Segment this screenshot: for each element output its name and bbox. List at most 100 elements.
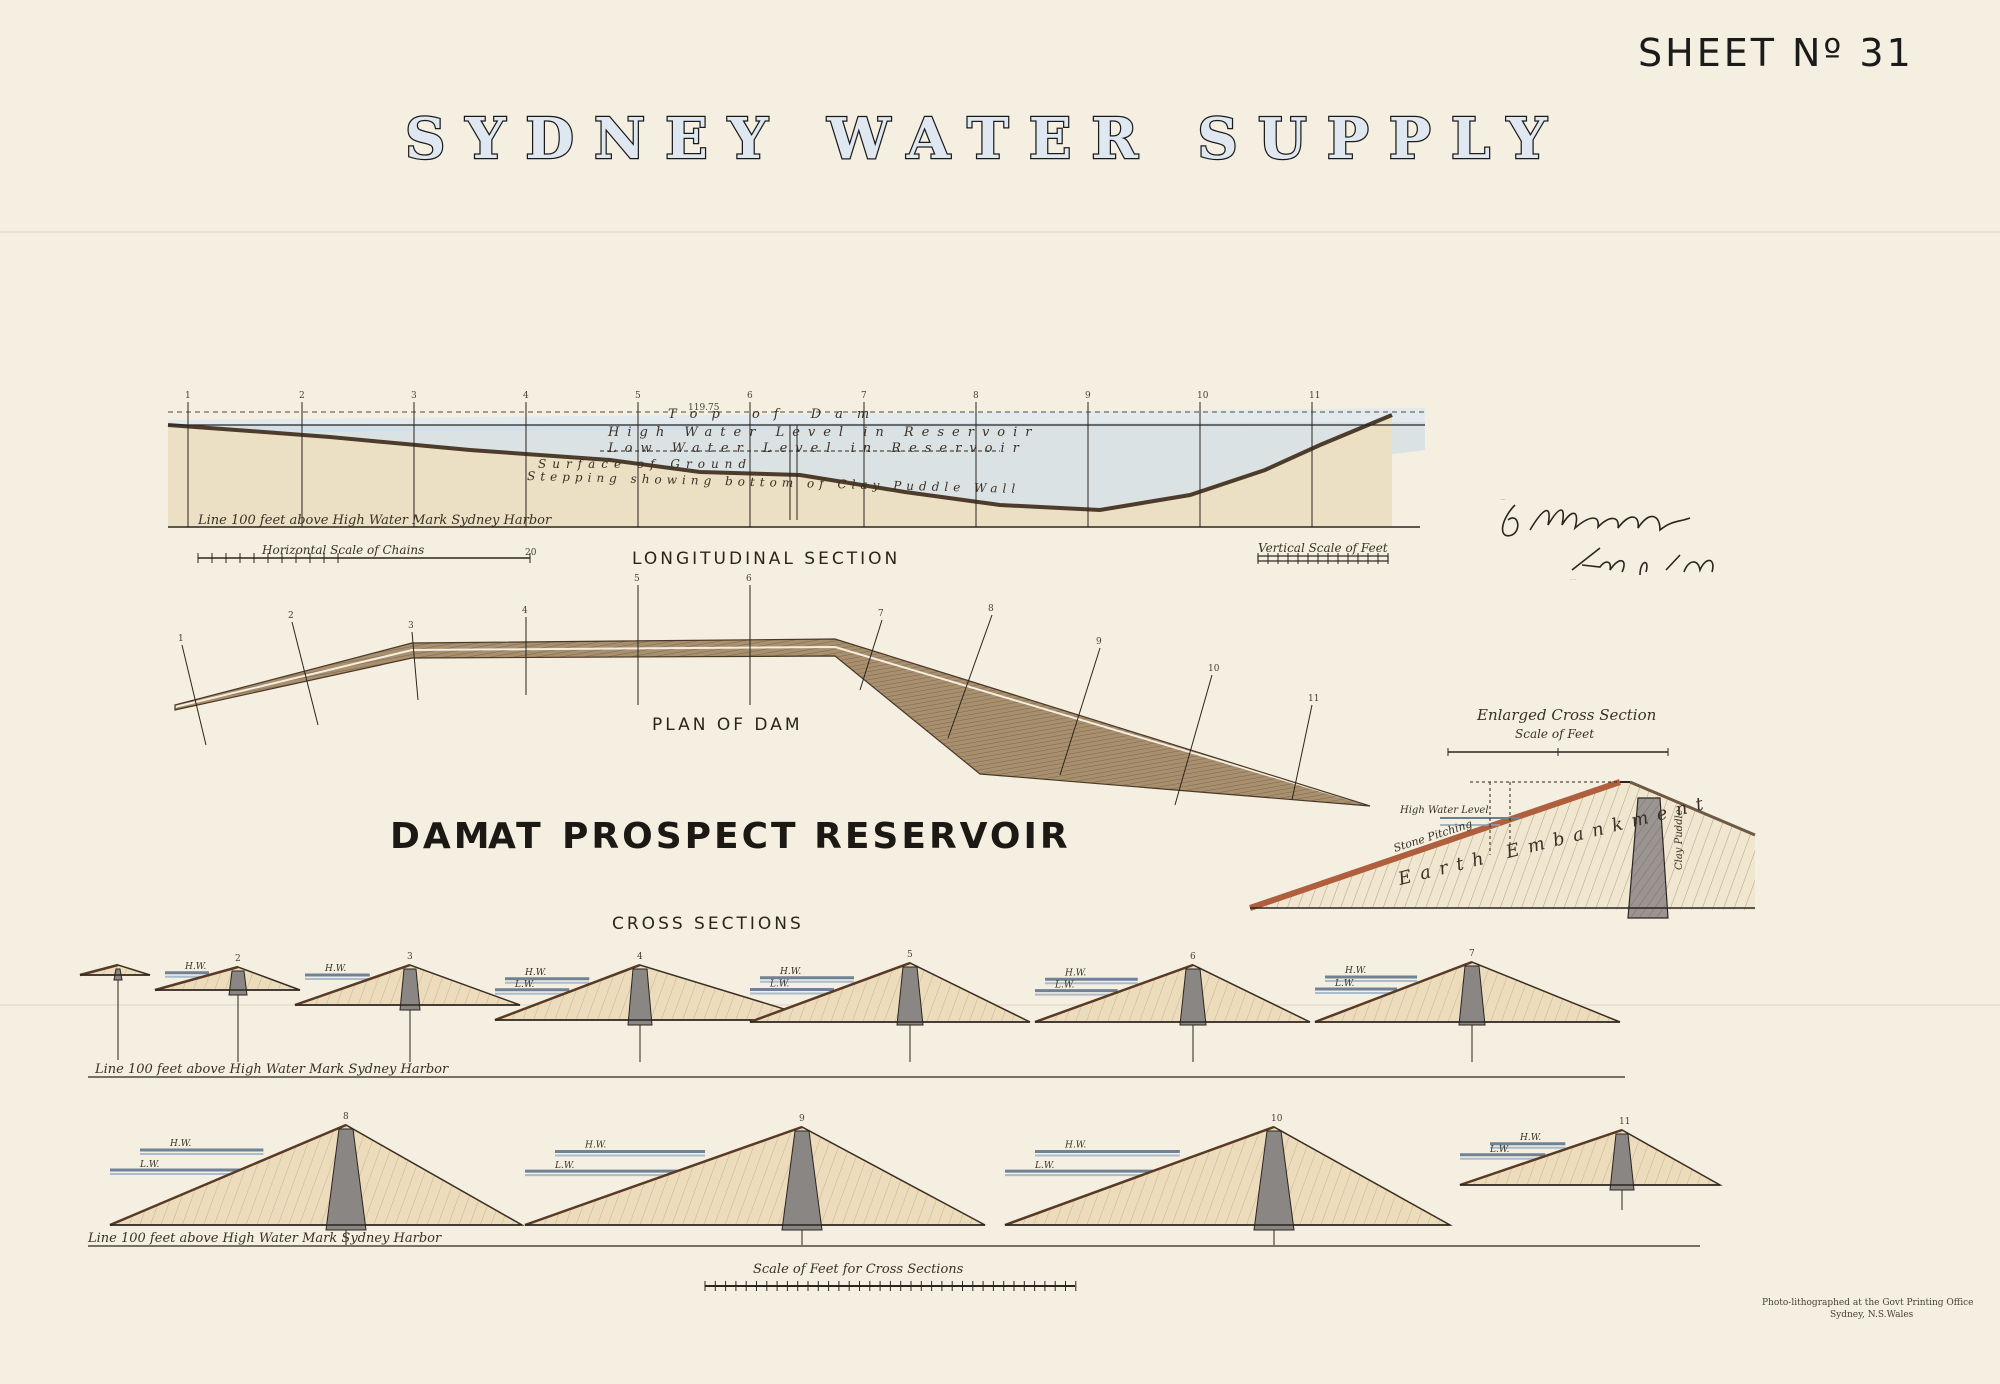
cross-section-2: H.W. 2: [154, 954, 301, 1062]
hw-label: H.W.: [1519, 1133, 1541, 1143]
clay-core: [1609, 1133, 1635, 1191]
hw-label: H.W.: [524, 968, 546, 978]
cross-datum-row1: Line 100 feet above High Water Mark Sydn…: [94, 1062, 449, 1077]
enlarged-scale-label: Scale of Feet: [1515, 727, 1594, 741]
plan-station-label: 11: [1308, 694, 1319, 704]
cross-station-label: 10: [1271, 1114, 1283, 1124]
plan-station-label: 10: [1208, 664, 1220, 674]
sheet-number: SHEET Nº 31: [1638, 31, 1914, 75]
enlarged-title: Enlarged Cross Section: [1476, 706, 1656, 724]
cross-station-label: 11: [1619, 1117, 1630, 1127]
plan-station-label: 2: [288, 611, 294, 621]
hw-label: H.W.: [1064, 968, 1086, 978]
hw-label: H.W.: [1064, 1141, 1086, 1151]
plan-station-line: [859, 619, 883, 691]
station-label: 8: [973, 391, 979, 401]
cross-section-5: L.W.H.W.5: [749, 950, 1031, 1062]
plan-station-label: 5: [634, 574, 640, 584]
hw-label: H.W.: [184, 962, 206, 972]
plan-station-label: 3: [408, 621, 414, 631]
top-level-value: 119.75: [688, 403, 720, 413]
hw-label: H.W.: [169, 1139, 191, 1149]
plan-station-line: [181, 644, 207, 746]
longitudinal-caption: LONGITUDINAL SECTION: [632, 549, 900, 569]
station-label: 1: [185, 391, 191, 401]
horizontal-scale-label: Horizontal Scale of Chains: [261, 543, 424, 557]
vertical-scale: Vertical Scale of Feet: [1257, 541, 1389, 564]
station-label: 9: [1085, 391, 1091, 401]
plan-station-line: [291, 621, 319, 726]
top-of-dam-label: Top of Dam: [668, 407, 883, 422]
cross-sections: CROSS SECTIONS H.W.2H.W.3L.W.H.W.4L.W.H.…: [79, 914, 1723, 1247]
cross-station-label: 9: [799, 1114, 805, 1124]
heading-at: AT: [488, 816, 544, 857]
cross-section-6: L.W.H.W.6: [1034, 952, 1311, 1062]
lw-label: L.W.: [769, 980, 790, 990]
cross-section-scale: Scale of Feet for Cross Sections: [704, 1262, 1077, 1291]
cross-section-4: L.W.H.W.4: [494, 952, 821, 1062]
station-label: 4: [523, 391, 529, 401]
plan-station-lines: 1 2 3 4 5 6 7 8 9 10 11: [178, 574, 1319, 806]
plan-caption: PLAN OF DAM: [652, 715, 803, 735]
signature: E Moriarty Feb 9. 1869: [1499, 498, 1714, 581]
cross-section-1: [79, 963, 151, 1060]
plan-station-line: [947, 614, 993, 739]
clay-core: [228, 970, 248, 996]
station-label: 7: [861, 391, 867, 401]
enlarged-high-water: High Water Level: [1399, 805, 1489, 816]
page-title: SYDNEY WATER SUPPLY: [405, 106, 1567, 172]
signature-date: Feb 9. 1869: [1569, 579, 1576, 581]
cross-section-10: L.W.H.W.10: [1004, 1114, 1453, 1245]
plan-station-line: [1174, 674, 1213, 806]
cross-sections-caption: CROSS SECTIONS: [612, 914, 804, 934]
surface-label: Surface of Ground: [538, 457, 752, 471]
clay-core: [1179, 968, 1207, 1026]
station-label: 10: [1197, 391, 1209, 401]
plan-station-label: 7: [878, 609, 884, 619]
cross-station-label: 2: [235, 954, 241, 964]
hw-label: H.W.: [324, 964, 346, 974]
high-water-label: High Water Level in Reservoir: [607, 425, 1040, 440]
cross-section-7: L.W. H.W. 7: [1314, 949, 1621, 1062]
cross-section-8: L.W. H.W. 8: [109, 1112, 525, 1245]
plan-station-label: 4: [522, 606, 528, 616]
heading-dam: DAM: [390, 816, 493, 857]
station-label: 11: [1309, 391, 1320, 401]
clay-core: [1458, 965, 1486, 1026]
heading-rest: PROSPECT RESERVOIR: [562, 816, 1071, 857]
clay-core: [1253, 1130, 1295, 1231]
low-water-label: Low Water Level in Reservoir: [607, 441, 1027, 456]
cross-section-9: L.W. H.W. 9: [524, 1114, 986, 1245]
plan-station-label: 9: [1096, 637, 1102, 647]
lw-label: L.W.: [139, 1160, 160, 1170]
cross-station-label: 5: [907, 950, 913, 960]
printer-note-line1: Photo-lithographed at the Govt Printing …: [1762, 1298, 1973, 1308]
cross-station-label: 8: [343, 1112, 349, 1122]
plan-station-label: 8: [988, 604, 994, 614]
vertical-scale-label: Vertical Scale of Feet: [1258, 541, 1388, 555]
hw-label: H.W.: [584, 1141, 606, 1151]
cross-section-3: H.W.3: [294, 952, 521, 1062]
plan-station-label: 6: [746, 574, 752, 584]
hw-label: H.W.: [1344, 966, 1366, 976]
horizontal-scale: Horizontal Scale of Chains 20: [197, 543, 537, 563]
plan-station-line: [1291, 704, 1313, 801]
clay-core: [896, 966, 924, 1026]
plan-station-label: 1: [178, 634, 184, 644]
plan-station-line: [1059, 647, 1101, 776]
horizontal-scale-end: 20: [525, 548, 537, 558]
lw-label: L.W.: [554, 1161, 575, 1171]
clay-core: [399, 968, 421, 1011]
plan-of-dam: 1 2 3 4 5 6 7 8 9 10 11 PLAN OF DAM: [174, 574, 1371, 807]
clay-core: [781, 1130, 823, 1231]
station-label: 6: [747, 391, 753, 401]
cross-station-label: 7: [1469, 949, 1475, 959]
cross-scale-label: Scale of Feet for Cross Sections: [753, 1262, 964, 1277]
signature-name: E Moriarty: [1499, 498, 1506, 501]
clay-puddle-label: Clay Puddle: [1674, 809, 1685, 870]
station-label: 2: [299, 391, 305, 401]
station-label: 3: [411, 391, 417, 401]
lw-label: L.W.: [1334, 979, 1355, 989]
